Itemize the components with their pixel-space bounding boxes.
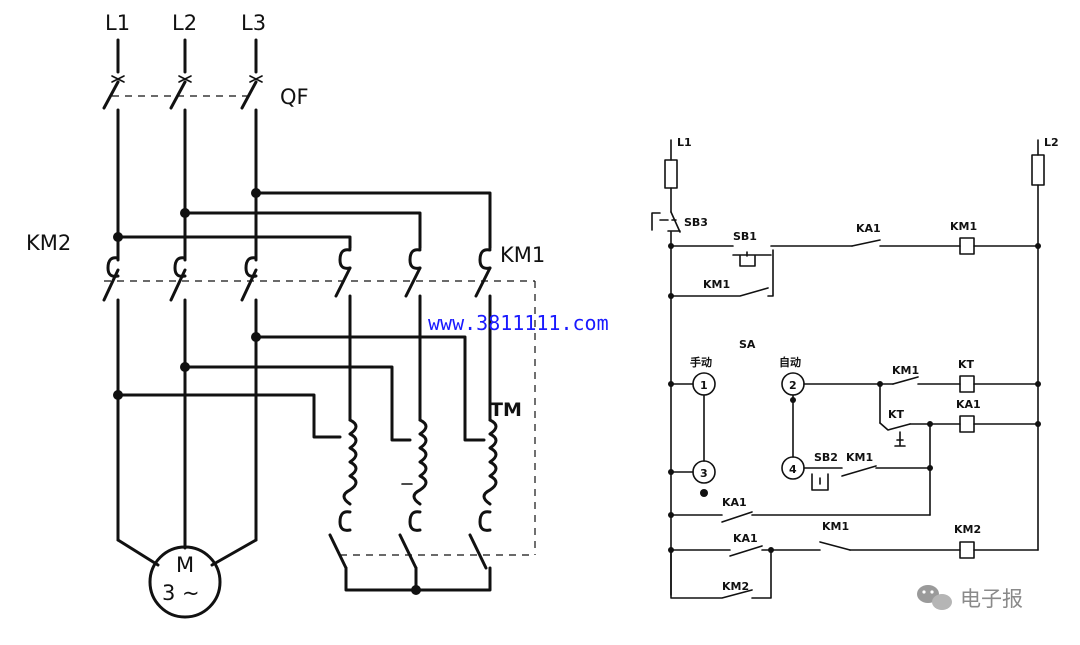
rung-kt: KM1 KT — [803, 358, 1041, 393]
km1-nc-label: KM1 — [892, 364, 919, 377]
transformer-label: TM — [490, 399, 522, 421]
ka1-a-label: KA1 — [722, 496, 747, 509]
brand-text: 电子报 — [960, 587, 1023, 611]
sb3-label: SB3 — [684, 216, 708, 229]
bus-wiring — [113, 188, 492, 250]
brand-mark: 电子报 — [917, 585, 1023, 611]
incoming-lines — [111, 38, 263, 83]
control-circuit: L1 L2 SB3 SB1 KA1 — [651, 136, 1059, 599]
fuse-l2: L2 — [1031, 136, 1059, 551]
sb1-label: SB1 — [733, 230, 757, 243]
kt-coil-label: KT — [958, 358, 975, 371]
contactor-km2: KM2 — [26, 231, 258, 542]
power-circuit: L1 L2 L3 QF — [26, 11, 545, 619]
km1-coil-label: KM1 — [950, 220, 977, 233]
supply-label-l2: L2 — [1044, 136, 1059, 149]
breaker-label: QF — [280, 85, 309, 109]
sa-position-1: 1 — [700, 379, 708, 392]
motor-label: M — [176, 553, 194, 577]
watermark-text: www.3811111.com — [428, 311, 609, 335]
kt-contact-label: KT — [888, 408, 905, 421]
ka1-top-label: KA1 — [856, 222, 881, 235]
rung-ka1-seal: KA1 — [668, 496, 931, 523]
rung-sb2: SB2 KM1 — [803, 451, 933, 491]
phase-label-l2: L2 — [172, 11, 197, 35]
km2-coil-label: KM2 — [954, 523, 981, 536]
contactor-km1: KM1 — [334, 243, 545, 422]
interlock-lines — [104, 280, 536, 556]
sb2-label: SB2 — [814, 451, 838, 464]
rung-km1: SB1 KA1 KM1 KM1 — [668, 220, 1041, 299]
km2-hold-label: KM2 — [722, 580, 749, 593]
km1-label: KM1 — [500, 243, 545, 267]
km1-b-label: KM1 — [822, 520, 849, 533]
km1-no-label: KM1 — [846, 451, 873, 464]
motor-phase-label: 3 ~ — [162, 581, 200, 605]
wechat-icon — [917, 585, 952, 610]
sa-position-2: 2 — [789, 379, 797, 392]
sa-label: SA — [739, 338, 756, 351]
ka1-coil-label: KA1 — [956, 398, 981, 411]
ka1-b-label: KA1 — [733, 532, 758, 545]
sa-position-3: 3 — [700, 467, 708, 480]
km1-hold-label: KM1 — [703, 278, 730, 291]
stop-button-sb3: SB3 — [651, 211, 708, 596]
motor: M 3 ~ — [116, 538, 258, 619]
breaker-qf: QF — [102, 80, 309, 262]
km2-label: KM2 — [26, 231, 71, 255]
transformer-tm: TM — [113, 332, 522, 595]
rung-km2: KA1 KM1 KM2 KM2 — [668, 520, 1039, 599]
sa-position-4: 4 — [789, 463, 797, 476]
selector-switch-sa: 手动 自动 1 2 3 4 — [668, 355, 805, 497]
phase-label-l3: L3 — [241, 11, 266, 35]
fuse-l1: L1 — [664, 136, 692, 213]
supply-label-l1: L1 — [677, 136, 692, 149]
rung-ka1: KT KA1 — [879, 383, 1041, 516]
manual-label: 手动 — [690, 355, 712, 369]
phase-label-l1: L1 — [105, 11, 130, 35]
auto-label: 自动 — [779, 355, 801, 369]
